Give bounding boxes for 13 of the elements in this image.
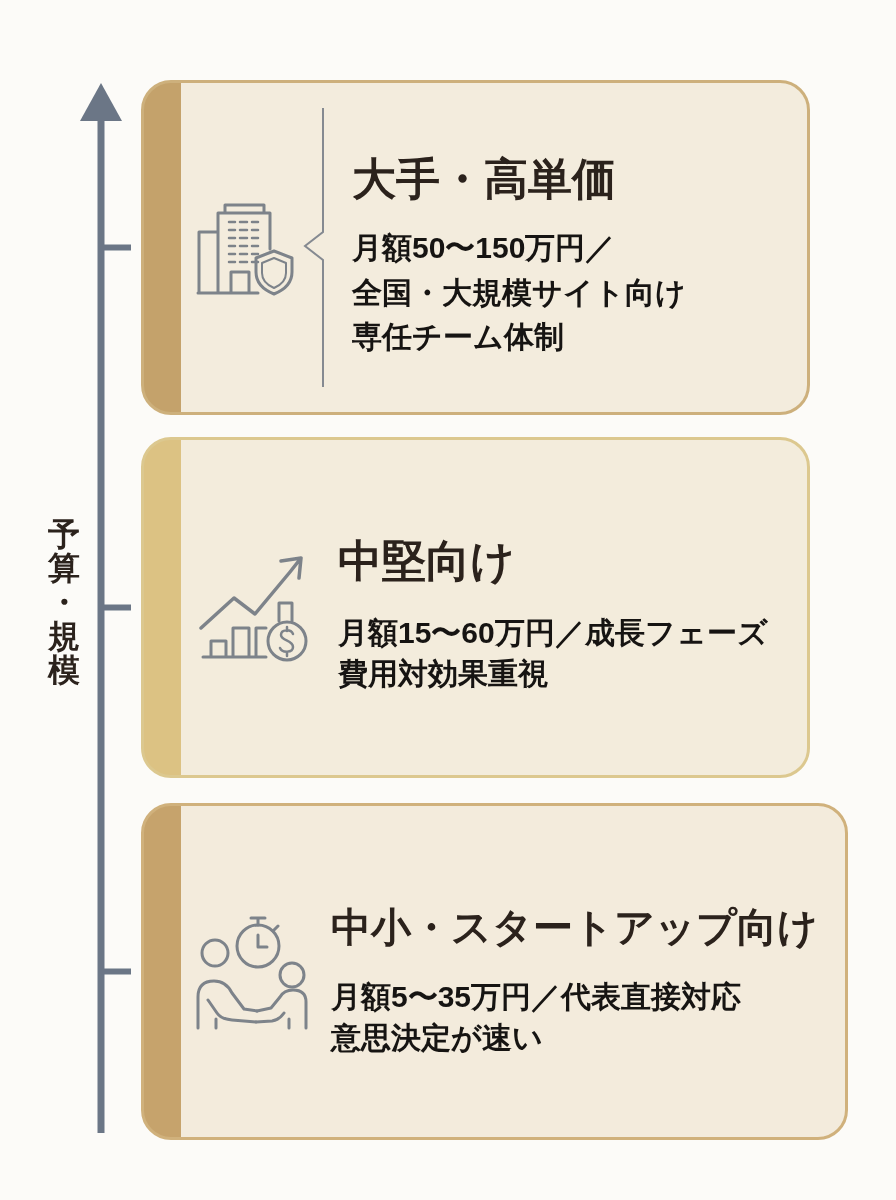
tier-card xyxy=(141,80,810,415)
card-title: 大手・高単価 xyxy=(352,152,616,205)
body-text: 意思決定が速い xyxy=(331,1019,543,1056)
card-title: 中堅向け xyxy=(338,534,515,587)
axis-label: 予算・規模 xyxy=(48,517,80,687)
body-text: 月額50〜150万円／全国・大規模サイト向け xyxy=(352,229,686,311)
body-text: 月額15〜60万円／成長フェーズ xyxy=(338,614,768,651)
body-text: 月額5〜35万円／代表直接対応 xyxy=(331,978,742,1015)
tier-card xyxy=(141,803,848,1140)
body-text: 専任チーム体制 xyxy=(352,318,564,355)
card-title: 中小・スタートアップ向け xyxy=(331,904,818,951)
body-text: 費用対効果重視 xyxy=(338,655,548,692)
tier-card xyxy=(141,437,810,778)
